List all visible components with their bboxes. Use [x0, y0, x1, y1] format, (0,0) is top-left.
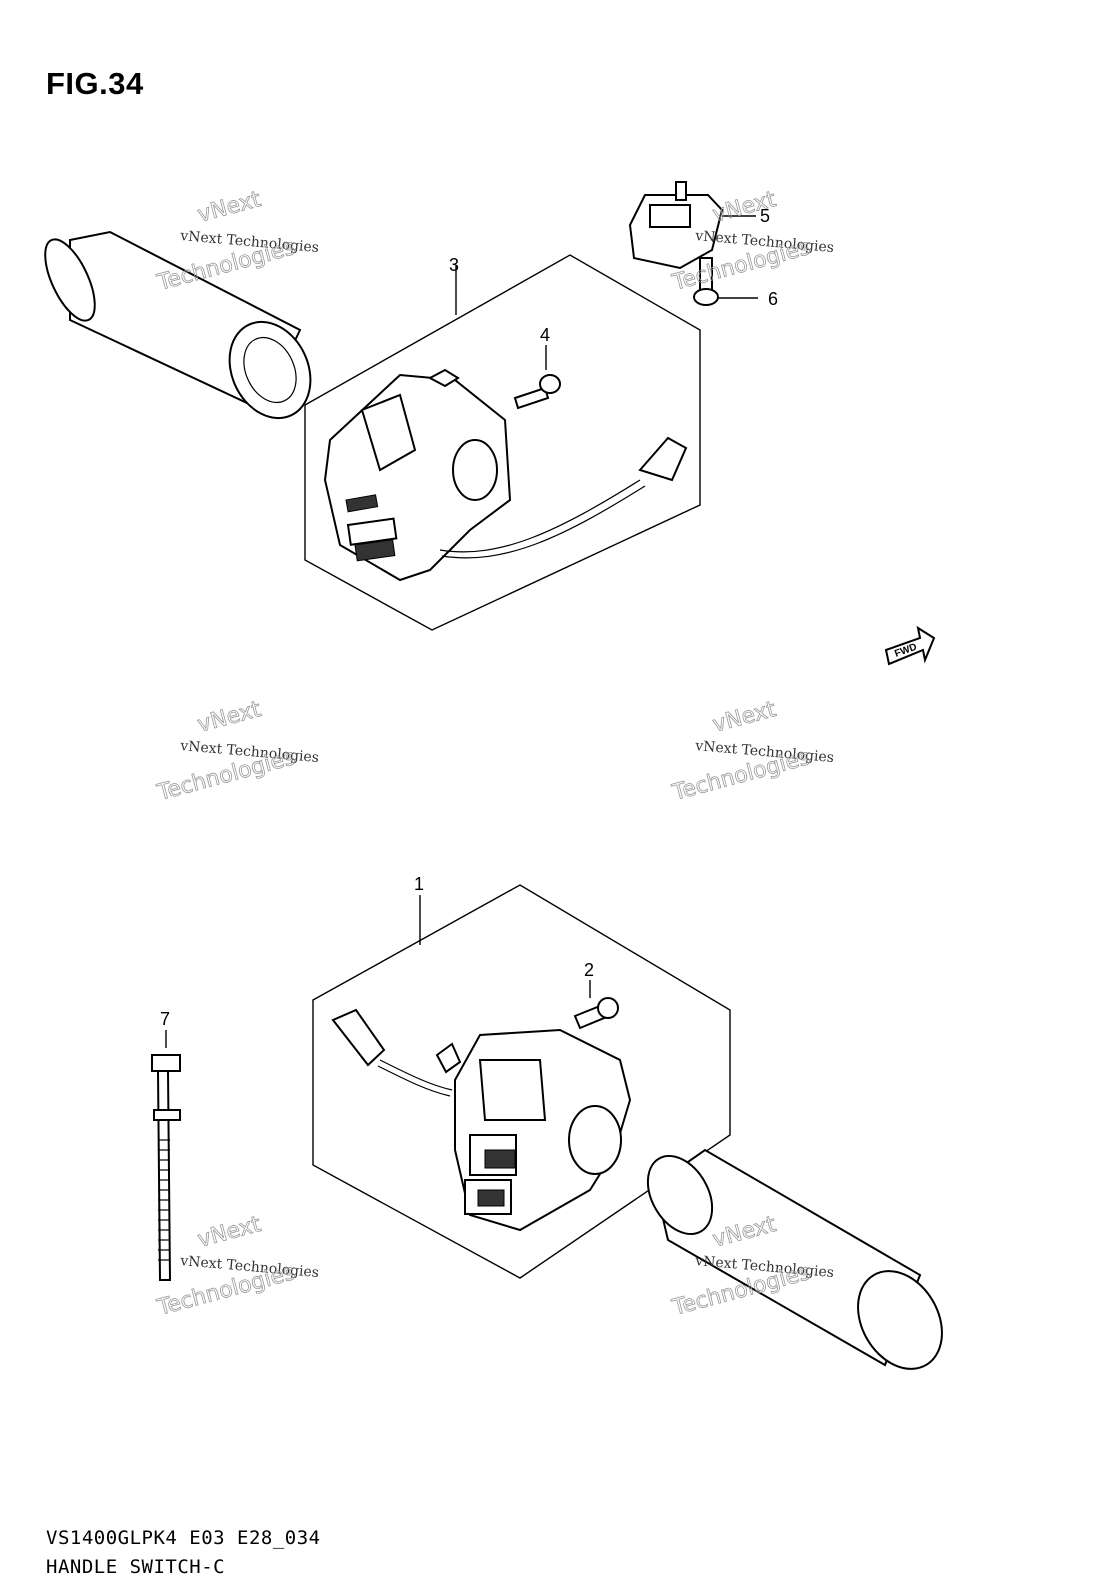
right-handlebar-grip: [646, 1148, 943, 1370]
screw-6: [693, 257, 758, 306]
watermark-4: vNext vNext Technologies Technologies: [669, 697, 835, 807]
switch-assembly-frame-lower: [312, 884, 731, 1279]
right-handle-switch: [331, 1008, 632, 1232]
left-handle-switch: [323, 368, 688, 582]
callout-3: 3: [449, 255, 459, 275]
diagram-code: VS1400GLPK4 E03 E28_034: [46, 1527, 321, 1549]
forward-direction-arrow: FWD: [884, 625, 936, 666]
cable-tie-7: [151, 1030, 181, 1281]
callout-2: 2: [584, 960, 594, 980]
svg-text:vNext: vNext: [195, 697, 264, 738]
switch-5: [628, 181, 756, 270]
svg-text:vNext: vNext: [195, 187, 264, 228]
callout-4: 4: [540, 325, 550, 345]
callout-5: 5: [760, 206, 770, 226]
watermark-1: vNext vNext Technologies Technologies: [154, 187, 320, 297]
switch-assembly-frame-upper: [304, 254, 701, 631]
callout-7: 7: [160, 1009, 170, 1029]
svg-text:vNext: vNext: [710, 697, 779, 738]
watermark-5: vNext vNext Technologies Technologies: [154, 1212, 320, 1322]
figure-title: FIG.34: [46, 66, 144, 101]
left-handlebar-grip: [44, 230, 312, 420]
callout-1: 1: [414, 874, 424, 894]
watermark-3: vNext vNext Technologies Technologies: [154, 697, 320, 807]
screw-2: [573, 980, 619, 1030]
callout-6: 6: [768, 289, 778, 309]
diagram-name: HANDLE SWITCH-C: [46, 1556, 226, 1578]
screw-4: [513, 345, 561, 410]
svg-text:vNext: vNext: [195, 1212, 264, 1253]
